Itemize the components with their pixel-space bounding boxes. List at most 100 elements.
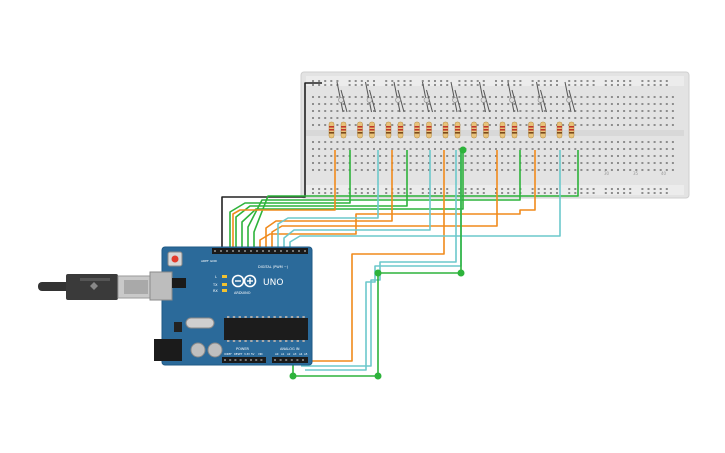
atmega-chip	[224, 318, 308, 340]
icsp-header	[172, 278, 186, 288]
led-leg	[365, 81, 372, 113]
led[interactable]	[366, 97, 373, 103]
led-leg	[340, 89, 348, 113]
wire-green[interactable]	[253, 150, 579, 250]
resistor[interactable]	[340, 121, 347, 139]
led-l	[222, 275, 227, 278]
led-leg	[483, 89, 490, 113]
wire-orange[interactable]	[232, 150, 336, 250]
led-leg	[564, 81, 572, 113]
analog-in-label: ANALOG IN	[280, 347, 300, 351]
arduino-uno-board[interactable]: L TX RX UNO ARDUINO DIGITAL (PWM ~) POWE…	[149, 246, 313, 366]
v5-pin-label: 5V	[251, 352, 255, 356]
wire-cyan[interactable]	[277, 150, 379, 250]
reset-pin-label: RESET	[234, 352, 243, 356]
a1-pin-label: A1	[281, 352, 285, 356]
wire-orange[interactable]	[259, 150, 536, 250]
a0-pin-label: A0	[275, 352, 279, 356]
resistor[interactable]	[357, 121, 363, 139]
resistor[interactable]	[540, 121, 546, 139]
resistor[interactable]	[369, 121, 375, 139]
led-leg	[422, 81, 429, 113]
resistor[interactable]	[471, 121, 477, 139]
resistor[interactable]	[499, 121, 506, 139]
led[interactable]	[480, 97, 487, 103]
led[interactable]	[338, 97, 344, 103]
wire-orange[interactable]	[296, 150, 445, 362]
resistor[interactable]	[568, 121, 575, 139]
led[interactable]	[395, 97, 401, 103]
led-leg	[426, 89, 433, 113]
resistor[interactable]	[483, 121, 489, 139]
usb-cable[interactable]	[38, 274, 155, 300]
digital-header	[212, 248, 308, 254]
led-leg	[393, 81, 401, 113]
power-jack	[154, 339, 182, 361]
digital-pwm-label: DIGITAL (PWM ~)	[258, 265, 289, 269]
resistor[interactable]	[454, 121, 461, 139]
breadboard-col-label: 40	[661, 171, 667, 176]
a2-pin-label: A2	[287, 352, 291, 356]
breadboard-col-label: 35	[633, 171, 639, 176]
capacitor	[207, 342, 223, 358]
resistor[interactable]	[328, 121, 335, 139]
wire-orange[interactable]	[271, 150, 498, 250]
led-leg	[536, 81, 543, 113]
led[interactable]	[537, 97, 544, 103]
resistor[interactable]	[385, 121, 392, 139]
wire-green[interactable]	[241, 150, 464, 250]
wire-green[interactable]	[247, 150, 521, 250]
led-leg	[568, 89, 576, 113]
a3-pin-label: A3	[293, 352, 297, 356]
aref-pin-label: AREF	[201, 259, 209, 263]
wire-green[interactable]	[229, 150, 351, 250]
board-model-label: UNO	[263, 278, 283, 288]
arduino-logo	[231, 274, 257, 288]
usb-port	[149, 271, 173, 301]
vin-pin-label: VIN	[258, 352, 263, 356]
resistor[interactable]	[426, 121, 432, 139]
v33-pin-label: 3.3V	[244, 352, 250, 356]
led-leg	[511, 89, 519, 113]
a4-pin-label: A4	[299, 352, 303, 356]
led[interactable]	[566, 97, 572, 103]
resistor[interactable]	[528, 121, 534, 139]
wire-gnd-black[interactable]	[221, 82, 322, 250]
board-maker-label: ARDUINO	[234, 291, 251, 295]
resistor[interactable]	[397, 121, 404, 139]
wire-cyan[interactable]	[283, 150, 431, 250]
led-resistor-array	[328, 81, 576, 139]
wire-green[interactable]	[235, 150, 408, 250]
led-leg	[369, 89, 376, 113]
resistor[interactable]	[442, 121, 449, 139]
wire-junctions	[289, 146, 467, 380]
gnd-pin-label: GND	[210, 259, 218, 263]
led-leg	[450, 81, 458, 113]
led-leg	[479, 81, 486, 113]
led[interactable]	[423, 97, 430, 103]
led-rx	[222, 289, 227, 292]
analog-header	[272, 357, 308, 363]
led[interactable]	[509, 97, 515, 103]
led-leg	[507, 81, 515, 113]
led-tx-label: TX	[212, 283, 218, 287]
wire-cyan[interactable]	[289, 150, 561, 250]
ioref-pin-label: IOREF	[224, 352, 232, 356]
led[interactable]	[452, 97, 458, 103]
usb-icon	[90, 282, 98, 290]
crystal	[185, 317, 215, 329]
led-leg	[336, 81, 344, 113]
regulator	[174, 322, 182, 332]
resistor[interactable]	[511, 121, 518, 139]
led-l-label: L	[215, 275, 217, 279]
wires	[221, 82, 579, 377]
capacitor	[190, 342, 206, 358]
resistor[interactable]	[556, 121, 563, 139]
power-header	[222, 357, 266, 363]
led-leg	[397, 89, 405, 113]
wire-orange[interactable]	[265, 150, 393, 250]
resistor[interactable]	[414, 121, 420, 139]
led-leg	[454, 89, 462, 113]
wire-cyan[interactable]	[301, 150, 457, 367]
